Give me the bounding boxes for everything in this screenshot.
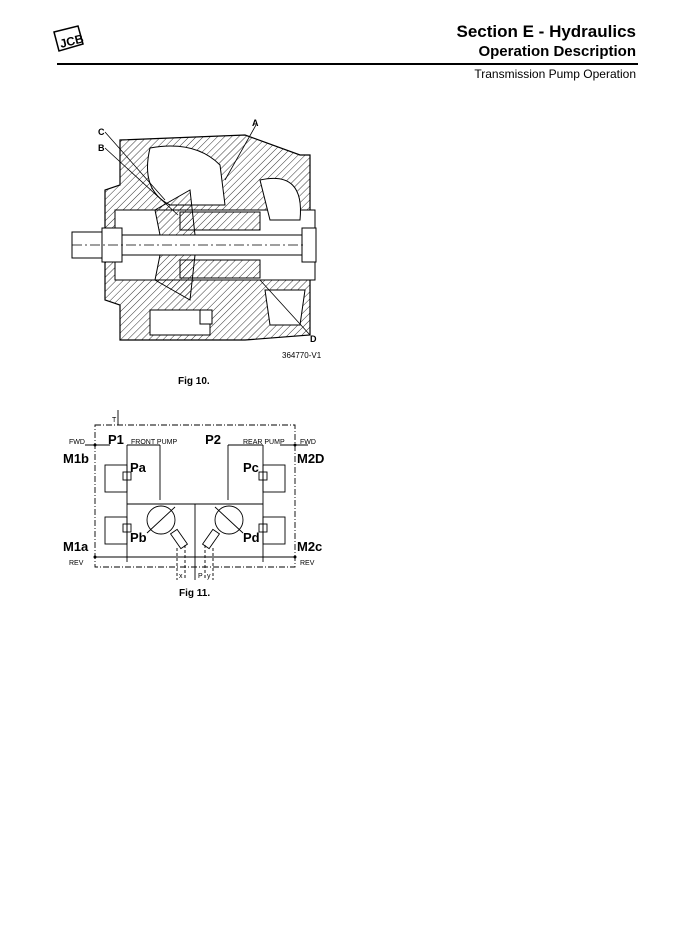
- jcb-logo: JCB: [52, 24, 86, 59]
- front-pump-label: FRONT PUMP: [131, 439, 177, 446]
- figure-10-pump-cross-section: C B A D 364770-V1 Fig 10.: [60, 110, 350, 400]
- pb-label: Pb: [130, 530, 147, 545]
- subtitle: Operation Description: [478, 43, 636, 60]
- rear-pump-label: REAR PUMP: [243, 439, 285, 446]
- rev-left-label: REV: [69, 560, 84, 567]
- p1-label: P1: [108, 432, 124, 447]
- p-port-label: P: [198, 573, 203, 580]
- pa-label: Pa: [130, 460, 147, 475]
- pc-label: Pc: [243, 460, 259, 475]
- label-d: D: [310, 334, 317, 344]
- fwd-right-label: FWD: [300, 439, 316, 446]
- section-title: Section E - Hydraulics: [456, 22, 637, 41]
- topic-title: Transmission Pump Operation: [474, 67, 636, 81]
- svg-text:JCB: JCB: [58, 31, 85, 50]
- x-port-label: x: [179, 573, 183, 580]
- header-divider: [57, 63, 638, 65]
- figure-reference: 364770-V1: [282, 351, 322, 360]
- label-a: A: [252, 118, 259, 128]
- figure-11-caption: Fig 11.: [179, 588, 210, 599]
- m1b-label: M1b: [63, 451, 89, 466]
- m2c-label: M2c: [297, 539, 322, 554]
- figure-10-caption: Fig 10.: [178, 376, 210, 387]
- m2d-label: M2D: [297, 451, 324, 466]
- rev-right-label: REV: [300, 560, 315, 567]
- label-b: B: [98, 143, 105, 153]
- y-port-label: y: [207, 573, 211, 580]
- p2-label: P2: [205, 432, 221, 447]
- m1a-label: M1a: [63, 539, 89, 554]
- figure-11-hydraulic-schematic: T FWD FWD P1 FRONT PUMP P2 REAR PUMP M1b…: [50, 405, 340, 610]
- fwd-left-label: FWD: [69, 439, 85, 446]
- tank-port-label: T: [112, 417, 117, 424]
- pd-label: Pd: [243, 530, 260, 545]
- label-c: C: [98, 127, 105, 137]
